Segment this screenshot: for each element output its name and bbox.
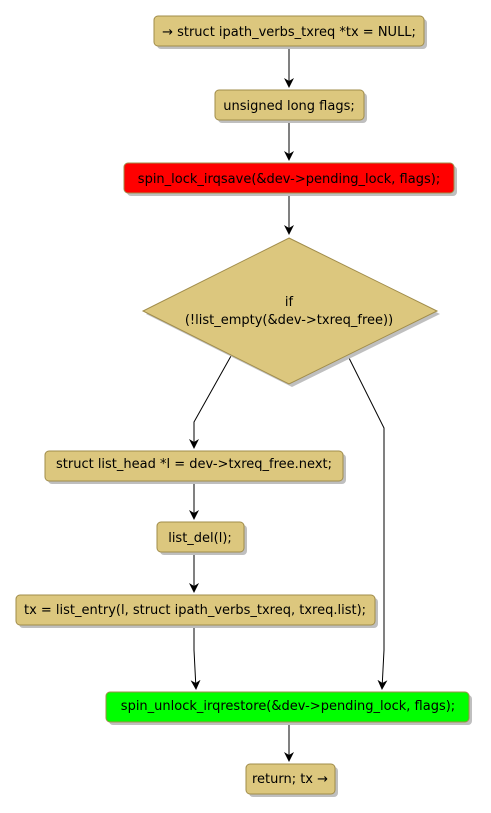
node-list-entry-label: tx = list_entry(l, struct ipath_verbs_tx… — [24, 603, 366, 618]
node-flags-decl[interactable]: unsigned long flags; — [214, 89, 367, 123]
edge-decision-false-to-unlock — [347, 355, 388, 690]
node-spin-unlock-label: spin_unlock_irqrestore(&dev->pending_loc… — [121, 699, 455, 714]
edge-decision-true-to-list-head — [189, 355, 232, 449]
node-list-head-label: struct list_head *l = dev->txreq_free.ne… — [56, 457, 332, 472]
node-return-label: return; tx → — [252, 772, 328, 787]
node-decision[interactable]: if (!list_empty(&dev->txreq_free)) — [141, 237, 440, 387]
node-start[interactable]: → struct ipath_verbs_txreq *tx = NULL; — [153, 15, 427, 49]
node-list-head[interactable]: struct list_head *l = dev->txreq_free.ne… — [44, 450, 346, 484]
node-list-del[interactable]: list_del(l); — [156, 521, 247, 555]
node-list-entry[interactable]: tx = list_entry(l, struct ipath_verbs_tx… — [15, 594, 378, 628]
node-list-del-label: list_del(l); — [168, 531, 232, 546]
node-start-label: → struct ipath_verbs_txreq *tx = NULL; — [162, 25, 416, 40]
node-spin-lock-label: spin_lock_irqsave(&dev->pending_lock, fl… — [138, 172, 440, 187]
node-spin-unlock[interactable]: spin_unlock_irqrestore(&dev->pending_loc… — [105, 691, 472, 725]
node-flags-decl-label: unsigned long flags; — [223, 99, 355, 114]
node-decision-label-line1: if — [285, 295, 294, 310]
edges — [189, 46, 388, 762]
node-return[interactable]: return; tx → — [245, 763, 338, 797]
node-spin-lock[interactable]: spin_lock_irqsave(&dev->pending_lock, fl… — [123, 162, 457, 196]
node-decision-label-line2: (!list_empty(&dev->txreq_free)) — [185, 313, 393, 328]
edge-list-entry-to-unlock — [190, 627, 201, 690]
